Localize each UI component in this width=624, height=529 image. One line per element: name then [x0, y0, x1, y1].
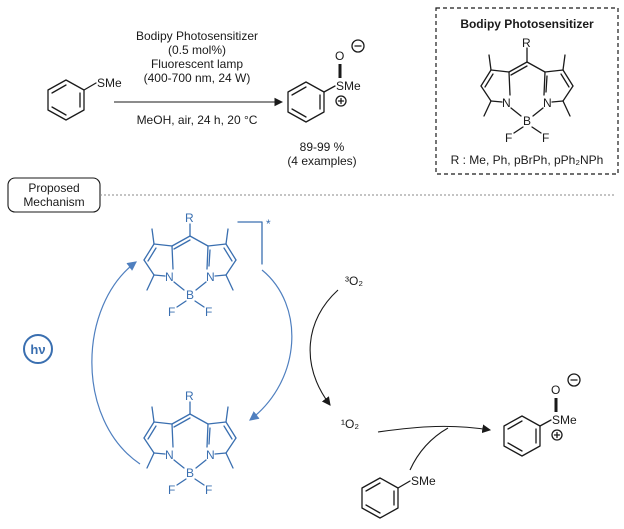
ground-n-left: N: [165, 448, 174, 462]
excited-n-right: N: [206, 270, 215, 284]
substrate-sme-label: SMe: [97, 76, 122, 90]
mechanism-substrate: SMe: [361, 474, 436, 519]
excited-f-right: F: [205, 305, 212, 319]
singlet-oxygen-label: ¹O₂: [341, 417, 359, 431]
catalyst-box: [435, 7, 619, 175]
yield-text: 89-99 %: [300, 140, 345, 154]
ground-f-right: F: [205, 483, 212, 497]
catalyst-box-title: Bodipy Photosensitizer: [460, 17, 594, 31]
ground-f-left: F: [168, 483, 175, 497]
bodipy-excited-state: R N N B F F *: [143, 211, 271, 319]
conditions-loading: (0.5 mol%): [168, 43, 226, 57]
substrate-thioanisole: SMe: [47, 76, 122, 121]
mechanism-product-oxygen: O: [551, 383, 560, 397]
bodipy-n-left: N: [502, 96, 511, 110]
excited-n-left: N: [165, 270, 174, 284]
excited-f-left: F: [168, 305, 175, 319]
excited-r-label: R: [185, 211, 194, 225]
bodipy-structure: R N N B F F: [480, 36, 574, 145]
excited-bracket: [237, 221, 263, 265]
mechanism-plus-icon: [551, 429, 563, 441]
excitation-arrow: [91, 261, 141, 465]
mechanism-substrate-sme: SMe: [411, 474, 436, 488]
product-sulfoxide: SMe O: [287, 39, 365, 123]
ground-n-right: N: [206, 448, 215, 462]
triplet-oxygen-label: ³O₂: [345, 274, 363, 288]
plus-charge-icon: [335, 95, 347, 107]
mechanism-product: SMe O: [503, 373, 581, 457]
minus-charge-icon: [351, 39, 365, 53]
light-icon: [23, 334, 53, 364]
conditions-wavelength: (400-700 nm, 24 W): [144, 71, 251, 85]
excited-b-label: B: [186, 288, 194, 302]
energy-transfer-arrow: [249, 269, 293, 421]
hv-label: hν: [30, 342, 45, 357]
bodipy-f-left: F: [505, 131, 512, 145]
bodipy-b-label: B: [523, 114, 531, 128]
bodipy-n-right: N: [543, 96, 552, 110]
conditions-catalyst: Bodipy Photosensitizer: [136, 29, 258, 43]
bodipy-ground-state: R N N B F F: [143, 389, 237, 497]
oxygen-activation-arrow: [309, 289, 339, 406]
substrate-feed-arrow: [409, 427, 449, 471]
r-group-definition: R : Me, Ph, pBrPh, pPh₂NPh: [451, 153, 604, 167]
examples-text: (4 examples): [287, 154, 356, 168]
mechanism-label-line2: Mechanism: [23, 195, 84, 209]
conditions-solvent: MeOH, air, 24 h, 20 °C: [137, 113, 258, 127]
mechanism-product-sme: SMe: [552, 413, 577, 427]
mechanism-minus-icon: [567, 373, 581, 387]
ground-b-label: B: [186, 466, 194, 480]
bodipy-r-label: R: [522, 36, 531, 50]
ground-r-label: R: [185, 389, 194, 403]
product-oxygen-label: O: [335, 49, 344, 63]
bodipy-f-right: F: [542, 131, 549, 145]
excited-asterisk: *: [266, 217, 271, 231]
product-sme-label: SMe: [336, 79, 361, 93]
oxidation-arrow: [377, 424, 492, 434]
mechanism-label-line1: Proposed: [28, 181, 79, 195]
conditions-lamp: Fluorescent lamp: [151, 57, 243, 71]
